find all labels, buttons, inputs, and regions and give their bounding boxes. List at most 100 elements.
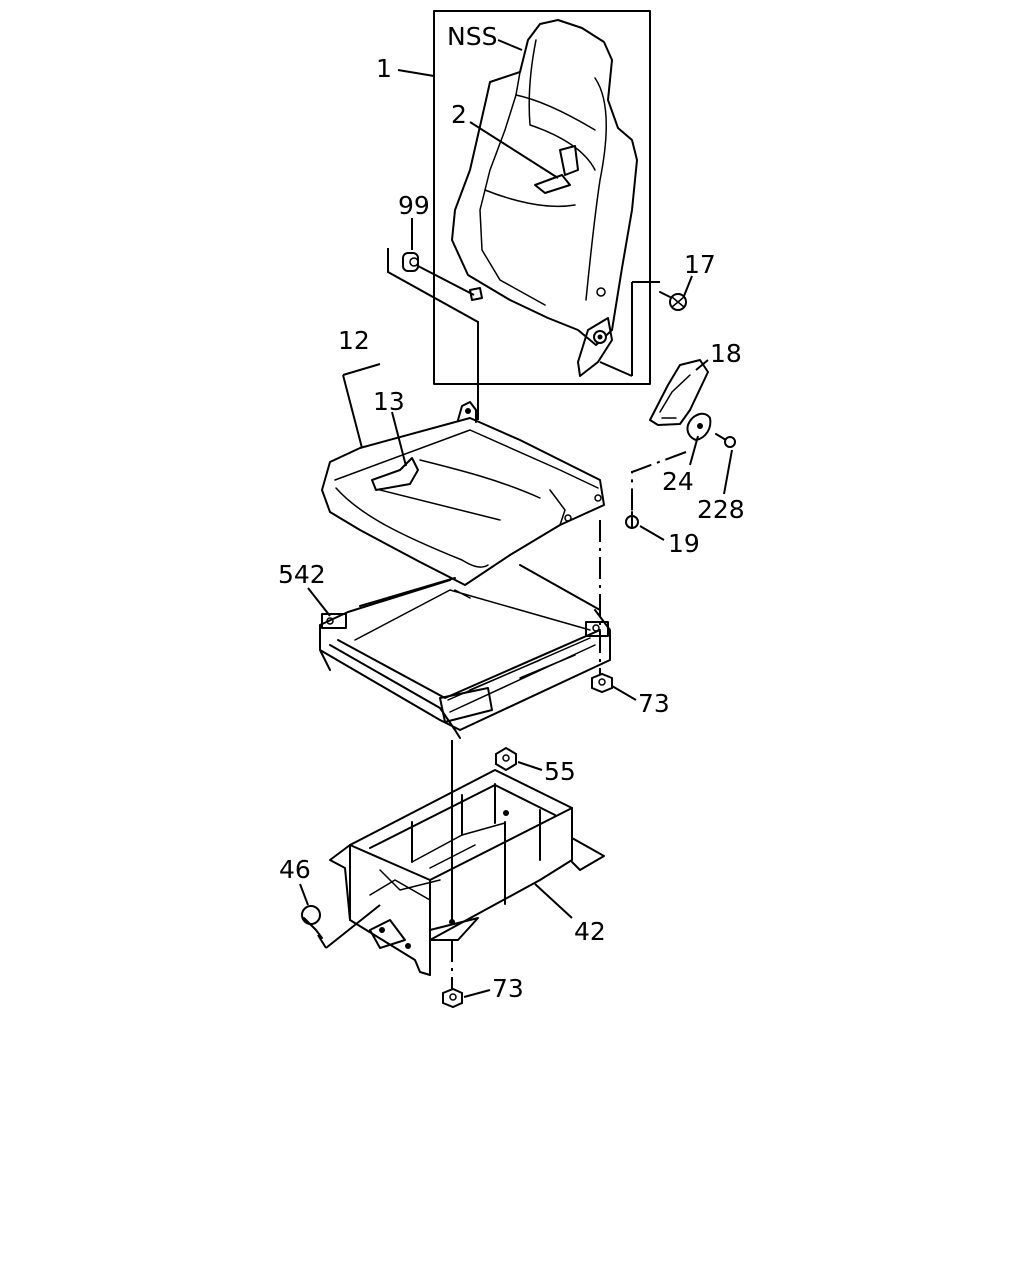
recliner-bracket <box>577 317 613 377</box>
bolt-46-guide <box>317 904 381 949</box>
rail-frame-front <box>329 629 601 739</box>
bolt-17-hex <box>671 296 685 308</box>
seat-back-inner-top <box>515 94 596 131</box>
screw-19 <box>625 451 687 529</box>
seat-back-assembly <box>433 10 660 385</box>
pivot-hole <box>596 287 606 297</box>
callout-99: 99 <box>398 191 430 220</box>
rail-left-mount <box>321 613 347 629</box>
seat-cushion <box>321 401 605 586</box>
callout-46: 46 <box>279 855 311 884</box>
cushion-front-panel <box>335 487 489 568</box>
bolt-46 <box>301 904 381 949</box>
riser-side-tab <box>369 919 406 949</box>
seat-back-outline <box>451 19 638 346</box>
screw-19-guide <box>631 451 687 516</box>
riser-hole-2 <box>449 919 455 925</box>
rail-frame-back <box>359 564 601 611</box>
hinge-pin-left <box>469 287 483 301</box>
leader-46 <box>299 883 309 906</box>
nut-73-upper <box>591 672 613 694</box>
belt-buckle-base <box>534 174 571 194</box>
leader-55 <box>517 761 543 771</box>
bolt-17-shank <box>659 291 673 299</box>
leader-42 <box>534 883 573 919</box>
leader-73-upper <box>611 685 637 701</box>
leader-542 <box>307 587 331 617</box>
leader-lines <box>299 39 733 998</box>
cushion-hinge-plate <box>457 401 477 423</box>
cover-18-body <box>649 359 709 426</box>
nut-73-upper-core <box>598 678 606 686</box>
callout-18: 18 <box>710 339 742 368</box>
knob-24-hole <box>697 423 703 429</box>
seat-back-seam <box>528 39 596 171</box>
bracket-bolt-core <box>597 334 603 340</box>
callout-17: 17 <box>684 250 716 279</box>
nut-73-lower-core <box>449 993 457 1001</box>
nut-55 <box>495 746 517 772</box>
seat-back-bolster <box>585 77 607 301</box>
riser-cross-members <box>369 822 506 901</box>
seat-back-crease <box>484 189 576 208</box>
callout-73-upper: 73 <box>638 689 670 718</box>
riser-hole-3 <box>405 943 411 949</box>
callout-2: 2 <box>451 100 467 129</box>
rail-inner <box>354 589 591 641</box>
leader-19 <box>639 525 665 541</box>
callout-73-lower: 73 <box>492 974 524 1003</box>
bolt-17 <box>659 291 687 311</box>
nut-73-upper-body <box>591 672 613 694</box>
callout-12: 12 <box>338 326 370 355</box>
callout-55: 55 <box>544 757 576 786</box>
callout-13: 13 <box>373 387 405 416</box>
riser-left-wall <box>329 844 431 976</box>
leader-12 <box>342 363 381 449</box>
leader-18 <box>695 359 709 371</box>
riser-hole-1 <box>503 810 509 816</box>
nut-55-core <box>502 754 510 762</box>
screw-228-shank <box>715 433 727 441</box>
leader-nss <box>497 39 523 51</box>
assembly-box <box>433 10 651 385</box>
bolt-46-head <box>301 905 321 925</box>
leader-17 <box>683 275 693 297</box>
cover-18-inner <box>659 374 691 419</box>
leader-228 <box>723 449 733 495</box>
riser-posts <box>411 783 541 905</box>
callout-19: 19 <box>668 529 700 558</box>
cushion-buckle <box>371 457 419 491</box>
screw-228-head <box>724 436 736 448</box>
rail-hole-2 <box>592 624 600 632</box>
nut-73-lower-body <box>442 987 463 1009</box>
cushion-hinge-hole <box>465 408 471 414</box>
cushion-side-hole-2 <box>594 494 602 502</box>
callout-1: 1 <box>376 54 392 83</box>
leader-73-lower <box>463 989 491 998</box>
seat-rail-frame <box>319 564 611 739</box>
riser-front-wall <box>349 807 573 976</box>
riser-right-flange <box>571 837 605 871</box>
leader-2 <box>469 121 559 179</box>
cushion-seam-2 <box>379 489 501 521</box>
callout-nss: NSS <box>447 22 497 51</box>
nut-73-lower <box>442 987 463 1009</box>
callout-542: 542 <box>278 560 326 589</box>
bushing-guide <box>387 248 479 420</box>
bolt-46-body <box>303 917 323 939</box>
cushion-side <box>549 489 566 526</box>
cushion-seam-1 <box>419 459 541 499</box>
callout-24: 24 <box>662 467 694 496</box>
recliner-cover-18 <box>649 359 709 426</box>
screw-228 <box>715 433 736 448</box>
rail-hole-1 <box>326 617 334 625</box>
callout-42: 42 <box>574 917 606 946</box>
nut-55-body <box>495 746 517 772</box>
rail-lever <box>439 687 493 723</box>
bushing-99 <box>387 248 479 420</box>
seat-riser-base <box>329 769 605 976</box>
bushing-hole <box>409 257 419 267</box>
knob-24 <box>686 412 712 442</box>
